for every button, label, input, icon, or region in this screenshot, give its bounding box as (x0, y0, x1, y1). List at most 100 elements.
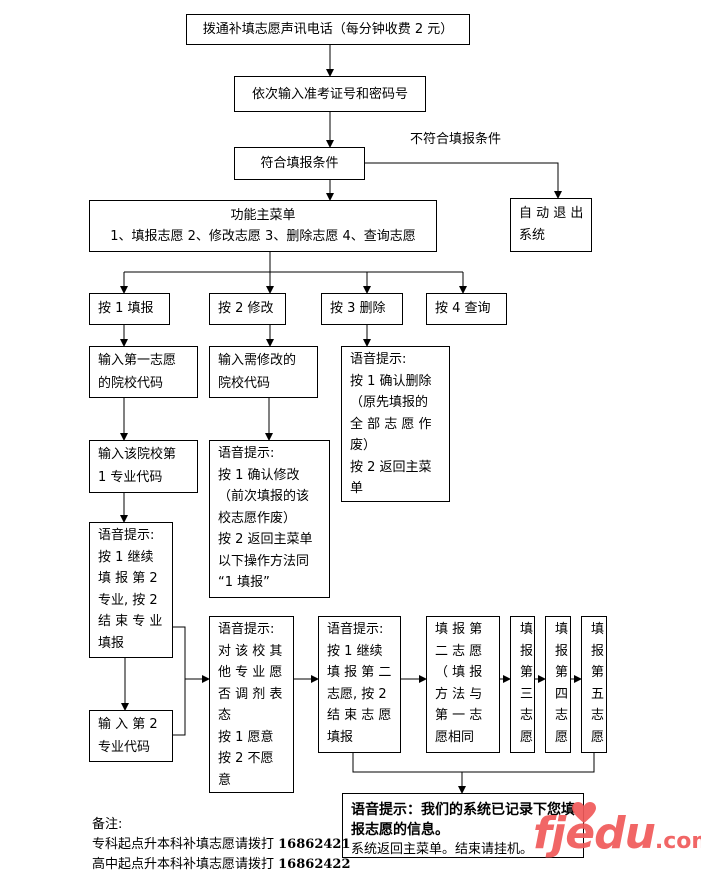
box-line: 按 2 不愿 (218, 751, 274, 766)
box-line: 输 入 第 2 (98, 717, 158, 732)
main-menu-options: 1、填报志愿 2、修改志愿 3、删除志愿 4、查询志愿 (110, 229, 416, 244)
box-line: 态 (218, 708, 232, 723)
auto-exit-line: 自 动 退 出 (519, 206, 584, 221)
box-line: 五 (591, 686, 605, 702)
dial-hotline-text: 拨通补填志愿声讯电话（每分钟收费 2 元） (202, 22, 454, 37)
note-line: 专科起点升本科补填志愿请拨打 16862421 (92, 835, 351, 855)
box-line: 填 (591, 622, 605, 637)
final-voice-prompt-box: 语音提示：我们的系统已记录下您填报志愿的信息。 系统返回主菜单。结束请挂机。 (342, 793, 584, 858)
box-line: “1 填报” (218, 575, 270, 590)
adjust-prompt-box: 语音提示: 对 该 校 其 他 专 业 愿 否 调 剂 表 态 按 1 愿意 按… (209, 616, 294, 793)
box-line: 语音提示: (218, 446, 275, 461)
box-line: 废） (350, 438, 377, 453)
dial-hotline-step: 拨通补填志愿声讯电话（每分钟收费 2 元） (186, 14, 470, 45)
box-line: 愿 (520, 729, 534, 745)
box-line: 单 (350, 481, 364, 496)
note-phone-number: 16862422 (278, 857, 351, 872)
merge-line-lower (172, 679, 186, 736)
box-line: 愿相同 (435, 729, 475, 745)
box-line: 填 (555, 622, 569, 637)
box-line: 填 (520, 622, 534, 637)
box-line: （原先填报的 (350, 395, 429, 410)
box-line: 以下操作方法同 (218, 553, 310, 569)
eligible-text: 符合填报条件 (260, 156, 339, 171)
menu-choice-label: 按 3 删除 (330, 301, 386, 316)
fifth-choice-box: 填 报 第 五 志 愿 (581, 616, 607, 753)
box-line: 志愿, 按 2 (327, 686, 387, 702)
second-choice-box: 填 报 第 二 志 愿 （ 填 报 方 法 与 第 一 志 愿相同 (426, 616, 500, 753)
box-line: 第 (591, 665, 605, 680)
box-line: 填 报 第 二 (327, 665, 392, 680)
box-line: 填报 (327, 729, 354, 745)
box-line: 方 法 与 (435, 686, 483, 702)
box-line: （前次填报的该 (218, 489, 310, 504)
box-line: 三 (520, 686, 534, 702)
box-line: 报 (591, 643, 605, 659)
box-line: 志 (591, 708, 605, 723)
merge-line-upper (172, 626, 186, 679)
heart-icon (572, 802, 596, 823)
box-line: 结 束 专 业 (98, 614, 163, 629)
note-text: 专科起点升本科补填志愿请拨打 (92, 837, 279, 852)
eligible-step: 符合填报条件 (234, 147, 365, 180)
box-line: 按 1 继续 (327, 643, 383, 659)
fjedu-watermark-logo: fjedu.com (533, 802, 701, 859)
main-menu-box: 功能主菜单 1、填报志愿 2、修改志愿 3、删除志愿 4、查询志愿 (89, 200, 437, 252)
box-line: 报 (520, 643, 534, 659)
main-menu-title: 功能主菜单 (230, 208, 296, 223)
box-line: 按 1 确认删除 (350, 373, 432, 389)
final-prompt-plain: 系统返回主菜单。结束请挂机。 (351, 842, 534, 857)
box-line: 愿 (555, 729, 569, 745)
box-line: 输入需修改的 (218, 353, 297, 368)
end-line-left (352, 752, 595, 773)
input-second-major-box: 输 入 第 2 专业代码 (89, 710, 173, 762)
menu-choice-modify: 按 2 修改 (209, 293, 286, 325)
box-line: 的院校代码 (98, 376, 164, 391)
third-choice-box: 填 报 第 三 志 愿 (510, 616, 535, 753)
box-line: 他 专 业 愿 (218, 665, 283, 680)
box-line: 输入该院校第 (98, 447, 177, 462)
auto-exit-line: 系统 (519, 228, 546, 243)
box-line: 志 (555, 708, 569, 723)
notes-heading: 备注: (92, 817, 123, 832)
box-line: 四 (555, 686, 569, 702)
box-line: （ 填 报 (435, 665, 483, 680)
auto-exit-box: 自 动 退 出 系统 (510, 198, 592, 252)
delete-voice-prompt-box: 语音提示: 按 1 确认删除 （原先填报的 全 部 志 愿 作 废） 按 2 返… (341, 346, 450, 502)
modify-input-school-box: 输入需修改的 院校代码 (209, 346, 318, 398)
box-line: 语音提示: (98, 528, 155, 543)
box-line: 二 志 愿 (435, 643, 483, 659)
box-line: 报 (555, 643, 569, 659)
box-line: 按 2 返回主菜单 (218, 532, 313, 547)
box-line: 语音提示: (218, 622, 275, 637)
menu-choice-label: 按 2 修改 (218, 301, 274, 316)
input-ids-step: 依次输入准考证号和密码号 (234, 76, 426, 112)
box-line: 填 报 第 (435, 622, 483, 637)
final-prompt-bold: 语音提示：我们的系统已记录下您填报志愿的信息。 (351, 802, 575, 838)
box-line: 否 调 剂 表 (218, 686, 283, 702)
box-line: 按 2 返回主菜 (350, 459, 432, 475)
menu-choice-label: 按 1 填报 (98, 301, 154, 316)
box-line: 愿 (591, 729, 605, 745)
box-line: 第 (555, 665, 569, 680)
box-line: 校志愿作废） (218, 510, 297, 526)
box-line: 结 束 志 愿 (327, 708, 392, 723)
box-line: 按 1 确认修改 (218, 467, 300, 483)
note-line: 高中起点升本科补填志愿请拨打 16862422 (92, 855, 351, 875)
input-first-school-box: 输入第一志愿 的院校代码 (89, 346, 198, 398)
box-line: 意 (218, 772, 232, 788)
watermark-suffix: .com (654, 829, 701, 854)
box-line: 第 (520, 665, 534, 680)
box-line: 语音提示: (350, 352, 407, 367)
box-line: 按 1 愿意 (218, 729, 274, 745)
box-line: 志 (520, 708, 534, 723)
note-text: 高中起点升本科补填志愿请拨打 (92, 857, 279, 872)
menu-choice-fill: 按 1 填报 (89, 293, 170, 325)
box-line: 1 专业代码 (98, 470, 163, 485)
continue-choice-prompt-box: 语音提示: 按 1 继续 填 报 第 二 志愿, 按 2 结 束 志 愿 填报 (318, 616, 401, 753)
note-phone-number: 16862421 (278, 837, 351, 852)
box-line: 专业代码 (98, 740, 151, 755)
box-line: 语音提示: (327, 622, 384, 637)
menu-choice-delete: 按 3 删除 (321, 293, 403, 325)
